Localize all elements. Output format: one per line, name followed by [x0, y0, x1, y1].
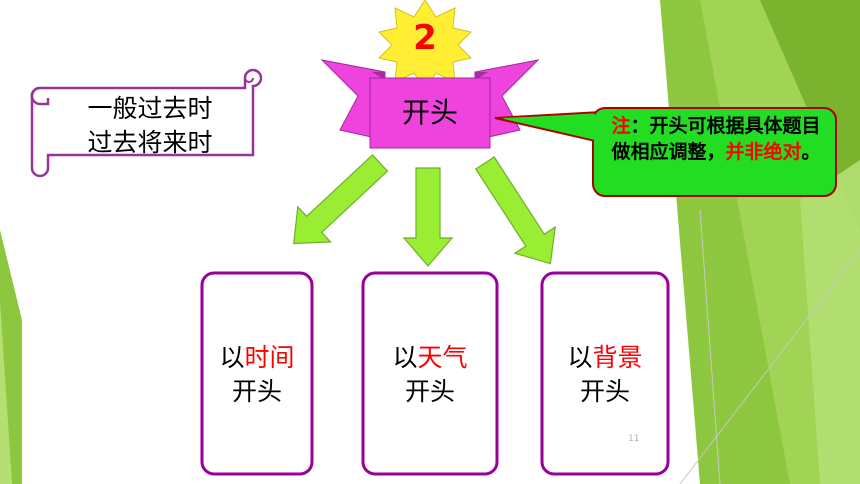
box-time-prefix: 以 [219, 343, 245, 372]
ribbon-center [369, 77, 491, 149]
box-background-suffix: 开头 [579, 377, 630, 406]
arrow-left [293, 154, 389, 245]
bg-line-thin [679, 249, 860, 484]
box-background-frame [540, 271, 670, 476]
callout-text: 注：开头可根据具体题目做相应调整，并非绝对。 [605, 113, 827, 165]
page-number: 11 [628, 434, 640, 444]
box-background-label: 以背景 开头 [545, 341, 665, 409]
bg-triangle-right-mid [800, 160, 860, 484]
box-time-keyword: 时间 [244, 343, 295, 372]
scroll-right-curl [244, 77, 254, 83]
note-end: 。 [801, 141, 821, 163]
scroll-line-1: 一般过去时 [87, 94, 213, 123]
badge-number: 2 [413, 18, 437, 58]
bg-line-thin-2 [699, 209, 721, 484]
box-background-keyword: 背景 [592, 343, 643, 372]
ribbon-right-tail [474, 59, 540, 141]
ribbon-left-tail [320, 59, 386, 141]
box-weather-keyword: 天气 [417, 343, 468, 372]
box-weather-prefix: 以 [392, 343, 418, 372]
arrow-right [474, 156, 557, 265]
scroll-left-curl [30, 86, 50, 106]
note-body: ：开头可根据具体题目做相应调整， [611, 115, 821, 163]
box-weather-suffix: 开头 [404, 377, 455, 406]
note-highlight-2: 非绝对 [744, 141, 802, 163]
box-weather-frame [361, 271, 499, 476]
box-time-suffix: 开头 [231, 377, 282, 406]
box-time-label: 以时间 开头 [197, 341, 317, 409]
callout-pointer-cover [502, 114, 595, 140]
banner-title: 开头 [401, 96, 458, 129]
scroll-line-2: 过去将来时 [87, 128, 213, 157]
box-time-frame [200, 271, 314, 476]
bg-triangle-left-light [0, 300, 12, 484]
arrow-center [402, 167, 454, 267]
box-weather-label: 以天气 开头 [370, 341, 490, 409]
box-background-prefix: 以 [567, 343, 593, 372]
note-highlight-1: 并 [725, 141, 745, 163]
note-prefix: 注 [611, 115, 631, 137]
callout-box [592, 107, 837, 197]
